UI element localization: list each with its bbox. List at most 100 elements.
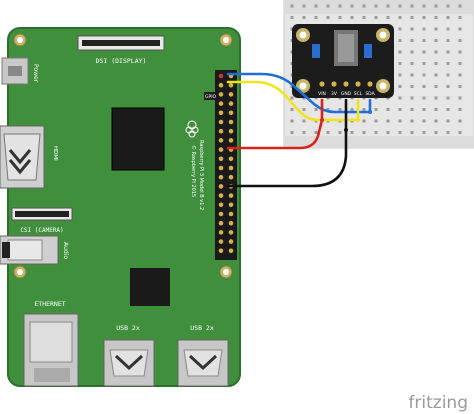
breadboard-hole: [290, 131, 294, 134]
breadboard-hole: [398, 27, 402, 31]
gpio-pin: [218, 156, 224, 162]
breadboard-hole: [302, 4, 306, 8]
breadboard-hole: [374, 108, 378, 111]
gpio-pin: [228, 211, 234, 217]
gpio-pin: [218, 101, 224, 106]
breadboard-hole: [446, 16, 450, 19]
breadboard-hole: [398, 50, 402, 54]
breadboard-hole: [410, 50, 414, 54]
breadboard-hole: [422, 27, 426, 31]
gpio-pin: [218, 174, 224, 180]
breadboard-hole: [410, 73, 414, 77]
breadboard-hole: [458, 108, 462, 111]
gpio-pin: [218, 128, 224, 134]
breadboard-hole: [398, 16, 402, 19]
breakout-pin-label-gnd: GND: [341, 91, 352, 97]
gpio-pin: [228, 239, 234, 244]
gpio-pin: [218, 82, 224, 88]
gpio-pin: [228, 92, 234, 97]
breakout-pin: [331, 81, 337, 87]
gpio-pin: [218, 239, 224, 244]
fritzing-watermark: fritzing: [408, 393, 468, 413]
breadboard-hole: [446, 131, 450, 134]
gpio-pin: [218, 147, 224, 152]
breadboard-hole: [386, 119, 390, 123]
breakout-pin: [319, 81, 325, 87]
breadboard-hole: [422, 16, 426, 19]
breadboard-hole: [290, 108, 294, 111]
breakout-pin-label-sda: SDA: [365, 91, 375, 97]
breakout-pin-label-vin: VIN: [318, 91, 326, 97]
breadboard-hole: [302, 119, 306, 123]
breadboard-hole: [446, 4, 450, 8]
breadboard-hole: [446, 27, 450, 31]
breadboard-hole: [338, 108, 342, 111]
gpio-pin: [218, 193, 224, 198]
wire-red-power: [226, 98, 324, 150]
breadboard-hole: [302, 16, 306, 19]
breadboard-hole: [434, 62, 438, 65]
hdmi-label: HDMI: [52, 146, 58, 161]
breadboard-hole: [386, 131, 390, 134]
gpio-pin: [218, 202, 224, 208]
breakout-pin: [355, 81, 361, 87]
breadboard-hole: [446, 62, 450, 65]
raspberry-pi-board: DSI (DISPLAY) Power GPIO Raspberry Pi 3 …: [0, 27, 241, 387]
breadboard-hole: [434, 131, 438, 134]
breadboard-hole: [434, 85, 438, 88]
usb-controller-chip: [130, 268, 170, 306]
gpio-pin: [218, 119, 224, 125]
breadboard-hole: [422, 96, 426, 100]
gpio-pin: [228, 156, 234, 162]
gpio-pin: [218, 184, 224, 189]
breadboard-hole: [302, 131, 306, 134]
breadboard-hole: [410, 96, 414, 100]
breadboard-hole: [350, 108, 354, 111]
breadboard-hole: [362, 131, 366, 134]
breakout-pin-label-3v: 3V: [331, 91, 338, 97]
breadboard-hole: [458, 119, 462, 123]
gpio-pin: [228, 230, 234, 235]
breadboard-hole: [326, 4, 330, 8]
breadboard-hole: [458, 39, 462, 42]
breadboard-hole: [362, 108, 366, 111]
wire-black-ground: [226, 98, 348, 188]
breadboard-hole: [290, 27, 294, 31]
gpio-pin: [228, 193, 234, 198]
breadboard-hole: [410, 131, 414, 134]
gpio-pin: [228, 110, 234, 116]
breadboard-hole: [302, 108, 306, 111]
gpio-pin: [218, 110, 224, 116]
breadboard-hole: [410, 39, 414, 42]
breadboard-hole: [458, 50, 462, 54]
breadboard-hole: [446, 108, 450, 111]
breadboard-hole: [338, 16, 342, 19]
breadboard-hole: [386, 108, 390, 111]
breadboard-hole: [434, 27, 438, 31]
breadboard-hole: [374, 4, 378, 8]
breadboard-hole: [326, 16, 330, 19]
breadboard-hole: [314, 108, 318, 111]
breadboard-hole: [398, 4, 402, 8]
breadboard-hole: [398, 119, 402, 123]
breadboard-hole: [374, 16, 378, 19]
gpio-pin: [228, 119, 234, 125]
wire-yellow-scl: [226, 80, 360, 122]
wires: [226, 72, 372, 188]
breadboard-hole: [290, 4, 294, 8]
breadboard-hole: [314, 131, 318, 134]
breadboard-hole: [338, 131, 342, 134]
wire-blue-sda: [226, 72, 372, 114]
breadboard-hole: [350, 131, 354, 134]
gpio-pin: [228, 248, 234, 254]
copyright-label: © Raspberry Pi 2015: [190, 145, 197, 197]
breadboard-hole: [398, 131, 402, 134]
gpio-pin: [228, 220, 234, 226]
gpio-header: [215, 70, 237, 260]
breadboard-hole: [434, 16, 438, 19]
gpio-pin: [218, 92, 224, 97]
soc-chip: [111, 107, 165, 171]
breadboard-hole: [374, 119, 378, 123]
breadboard-hole: [434, 50, 438, 54]
breadboard-hole: [362, 4, 366, 8]
